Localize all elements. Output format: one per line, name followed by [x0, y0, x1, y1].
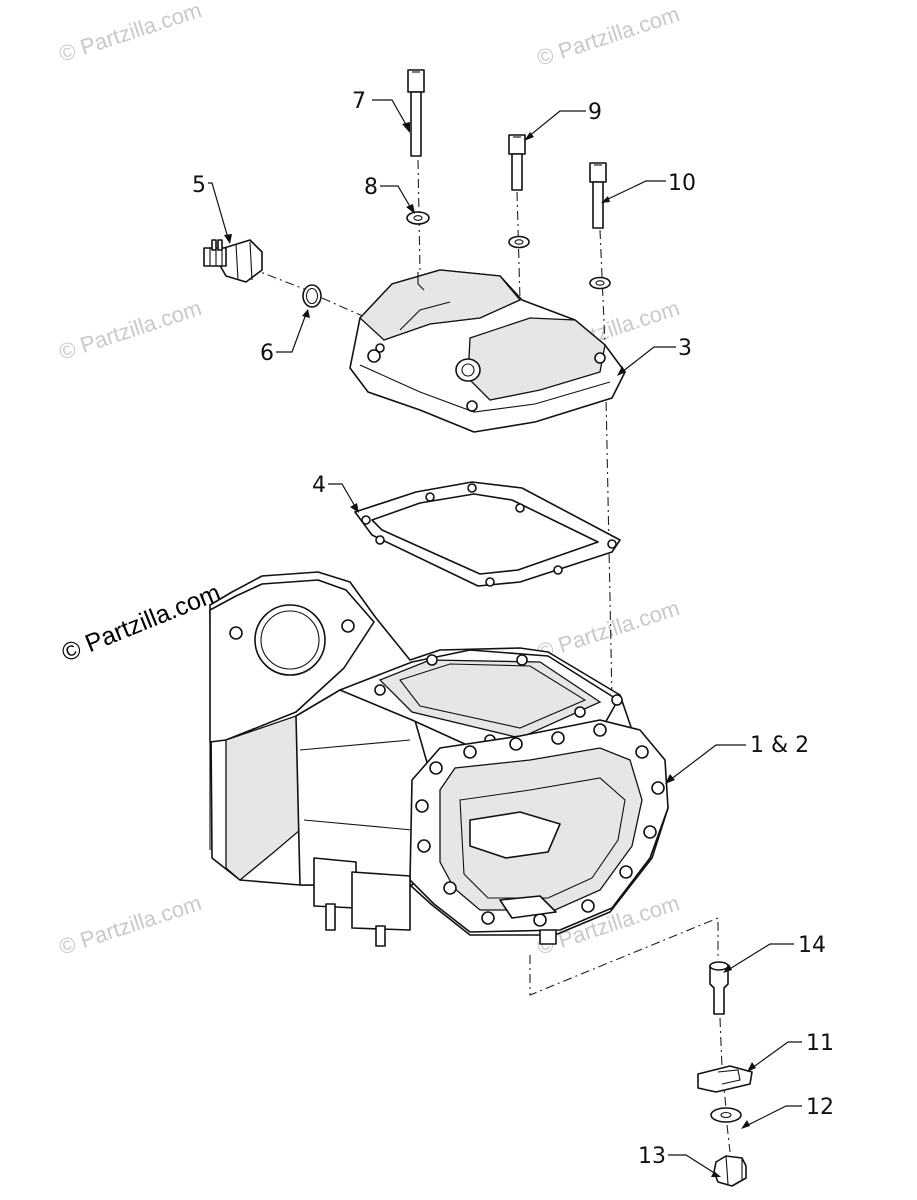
callout-labels: 7 8 9 10 5 6 3 4 1 & 2 14 11 12 13: [192, 89, 834, 1169]
flange-bolt-holes: [415, 723, 665, 927]
partzilla-logo: © Partzilla.com: [58, 578, 225, 667]
transmission-housing[interactable]: [209, 571, 669, 947]
o-ring[interactable]: [302, 284, 322, 308]
callout-7[interactable]: 7: [352, 89, 366, 114]
callout-6[interactable]: 6: [260, 341, 274, 366]
callout-1-and-2[interactable]: 1 & 2: [750, 733, 809, 758]
transmission-top-cover[interactable]: [349, 269, 626, 433]
callout-13[interactable]: 13: [638, 1144, 666, 1169]
washer-12[interactable]: [710, 1107, 742, 1123]
callout-9[interactable]: 9: [588, 100, 602, 125]
top-cover-gasket[interactable]: [354, 481, 621, 587]
callout-4[interactable]: 4: [312, 473, 326, 498]
watermark-text: © Partzilla.com: [534, 595, 683, 665]
callout-3[interactable]: 3: [678, 336, 692, 361]
vent-fitting[interactable]: [203, 239, 263, 283]
callout-leaders: [208, 99, 802, 1177]
screw-10[interactable]: [589, 162, 607, 229]
callout-10[interactable]: 10: [668, 171, 696, 196]
lock-plate[interactable]: [697, 1065, 753, 1093]
watermark-text: © Partzilla.com: [56, 0, 205, 67]
dowel-pin[interactable]: [709, 961, 729, 1015]
callout-11[interactable]: 11: [806, 1031, 834, 1056]
long-screw[interactable]: [407, 69, 425, 157]
callout-14[interactable]: 14: [798, 933, 826, 958]
callout-8[interactable]: 8: [364, 175, 378, 200]
hex-nut[interactable]: [713, 1155, 747, 1187]
washer-9[interactable]: [508, 235, 530, 249]
washer-8[interactable]: [406, 211, 430, 225]
watermark-text: © Partzilla.com: [56, 295, 205, 365]
watermark-text: © Partzilla.com: [534, 1, 683, 71]
washer-10[interactable]: [589, 276, 611, 290]
callout-5[interactable]: 5: [192, 173, 206, 198]
callout-12[interactable]: 12: [806, 1095, 834, 1120]
watermark-text: © Partzilla.com: [56, 890, 205, 960]
medium-screw[interactable]: [508, 134, 526, 191]
